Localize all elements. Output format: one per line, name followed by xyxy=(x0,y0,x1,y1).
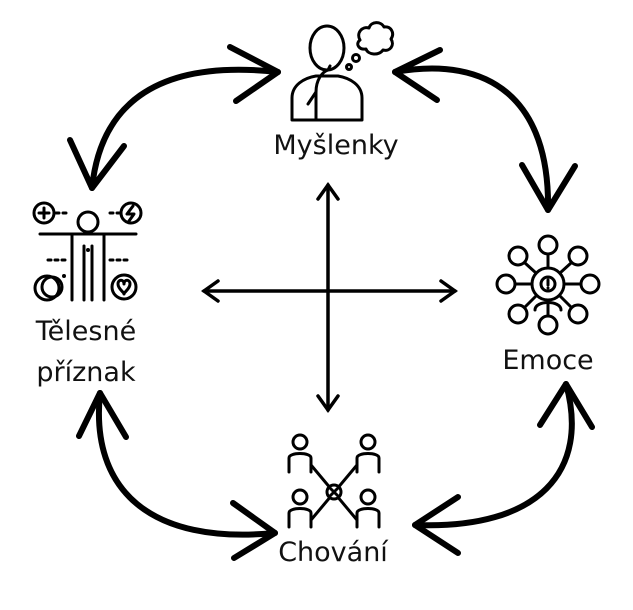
label-thoughts: Myšlenky xyxy=(273,130,398,161)
thinking-person-icon xyxy=(290,21,395,122)
arrow-emotions-behavior xyxy=(412,381,595,556)
label-behavior: Chování xyxy=(278,537,389,568)
arrow-body-thoughts xyxy=(67,44,281,191)
arrow-behavior-body xyxy=(76,390,278,561)
body-symptoms-icon xyxy=(32,201,143,302)
label-body-line1: Tělesné xyxy=(35,316,136,347)
emotions-faces-icon xyxy=(495,234,601,336)
label-body-line2: příznak xyxy=(36,357,136,388)
arrow-thoughts-emotions xyxy=(392,47,578,213)
central-cross xyxy=(200,181,459,414)
label-emotions: Emoce xyxy=(502,345,593,376)
people-connection-icon xyxy=(287,433,381,529)
